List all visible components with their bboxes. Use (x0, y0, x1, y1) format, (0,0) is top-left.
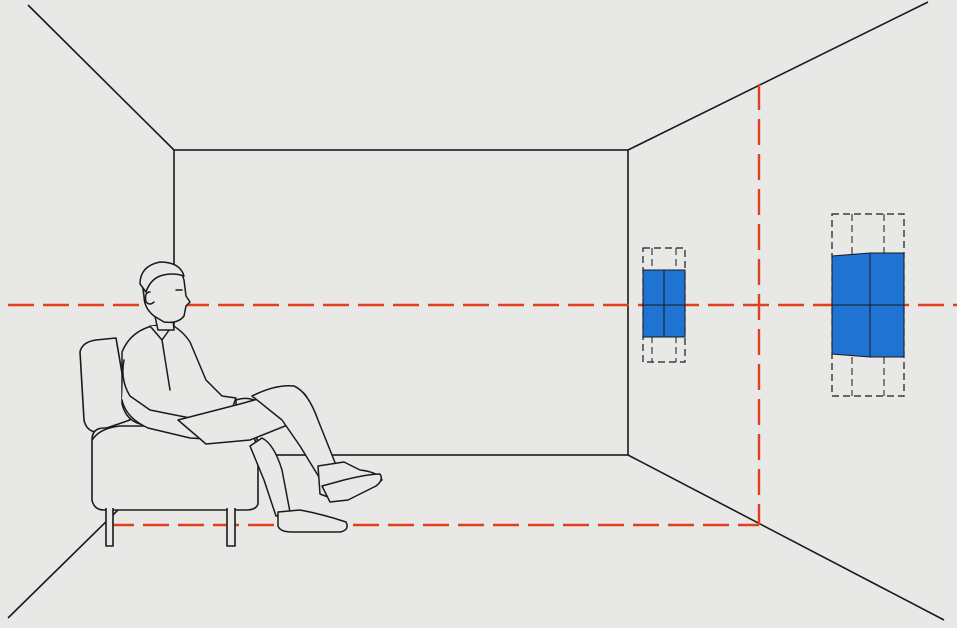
armchair-icon (79, 337, 259, 547)
ceiling-edge-right (627, 1, 929, 151)
ceiling-edge-left (27, 4, 175, 151)
floor-edge-right (627, 454, 945, 621)
speaker-side-outline (831, 213, 905, 397)
seated-man-icon (121, 261, 383, 533)
speaker-side-wall (831, 213, 905, 397)
speaker-back-wall (642, 247, 686, 363)
room-outline (7, 1, 945, 621)
